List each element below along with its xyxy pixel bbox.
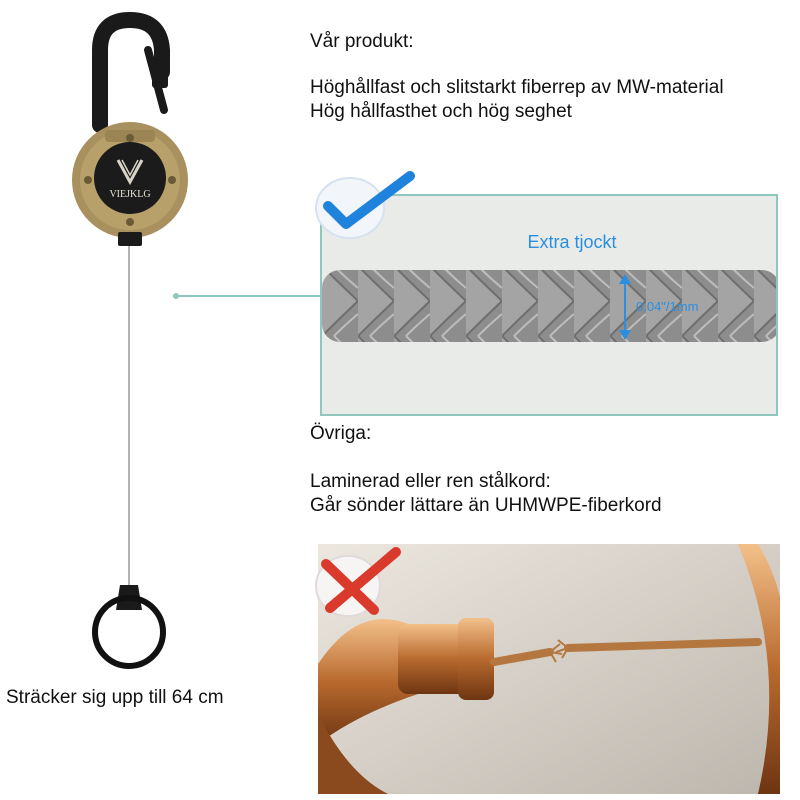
product-feature-line1: Höghållfast och slitstarkt fiberrep av M…: [310, 77, 724, 98]
fiber-rope-closeup: Extra tjockt 0.04"/1mm: [320, 194, 778, 416]
cross-icon: [315, 547, 401, 617]
retractable-keychain-illustration: VIEJKLG: [72, 11, 188, 669]
callout-connector: [173, 293, 325, 299]
other-material-line1: Laminerad eller ren stålkord:: [310, 471, 551, 492]
product-feature-line2: Hög hållfasthet och hög seghet: [310, 101, 572, 122]
stretch-length-label: Sträcker sig upp till 64 cm: [6, 687, 224, 708]
other-heading: Övriga:: [310, 423, 372, 444]
product-heading: Vår produkt:: [310, 31, 414, 52]
other-material-line2: Går sönder lättare än UHMWPE-fiberkord: [310, 495, 662, 516]
broken-steel-cord-photo: [318, 544, 780, 794]
brand-logo-text: VIEJKLG: [109, 189, 150, 200]
rope-thickness-title: Extra tjockt: [527, 232, 617, 252]
rope-diameter-label: 0.04"/1mm: [636, 299, 699, 314]
check-icon: [315, 171, 415, 239]
